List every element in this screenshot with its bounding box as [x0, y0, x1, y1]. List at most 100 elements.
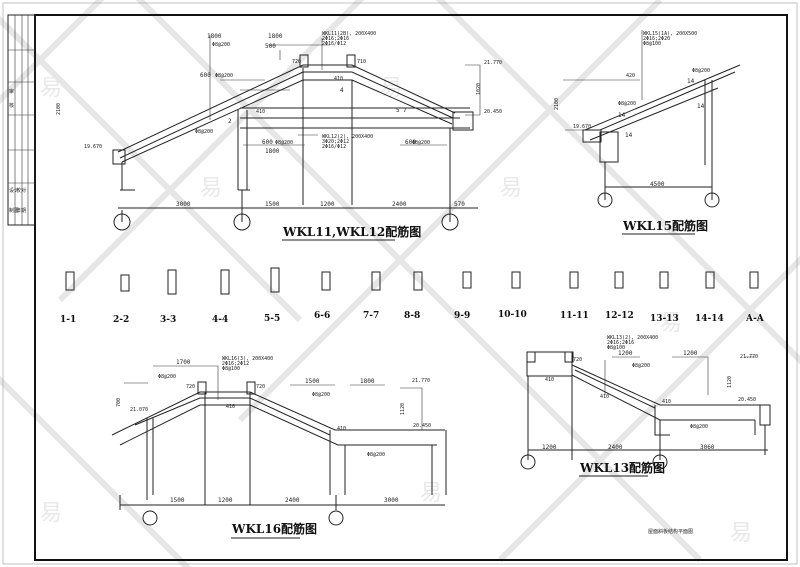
drawing-annotation: 2Φ16/Φ12 — [322, 144, 346, 150]
drawing-annotation: Φ8@200 — [158, 374, 176, 380]
section-label: 13-13 — [650, 314, 679, 324]
drawing-annotation: 600 — [405, 139, 416, 146]
wkl13-diagram: 1200 2400 3060 1200 1200 WKL13(2), 200X4… — [520, 335, 771, 477]
drawing-annotation: 600 — [200, 72, 211, 79]
drawing-annotation: 2Φ16;2Φ16 — [607, 340, 634, 346]
drawing-annotation: 420 — [626, 73, 635, 79]
drawing-annotation: 审 — [9, 88, 14, 95]
section-label: 14-14 — [695, 314, 724, 324]
wkl15-diagram: 4500 WKL15(1A), 200X500 2Φ16;2Φ20 Φ8@100… — [554, 30, 741, 235]
drawing-annotation: 易 — [660, 311, 682, 336]
section-label: 10-10 — [498, 310, 527, 320]
drawing-annotation: 21.770 — [740, 354, 758, 360]
drawing-annotation: 14 — [697, 103, 705, 110]
drawing-annotation: 2Φ16;2Φ12 — [222, 361, 249, 367]
drawing-annotation: 易 — [500, 176, 522, 201]
drawing-annotation: Φ8@200 — [618, 101, 636, 107]
drawing-annotation: Φ8@200 — [312, 392, 330, 398]
drawing-annotation: Φ8@200 — [690, 424, 708, 430]
section-details: 1-1 2-2 3-3 4-4 5-5 6-6 7-7 8-8 9-9 10-1… — [60, 267, 765, 325]
drawing-annotation: 7 — [403, 107, 407, 114]
drawing-annotation: 19.670 — [84, 144, 102, 150]
drawing-annotation: 2100 — [56, 103, 62, 115]
drawing-annotation: 720 — [256, 384, 265, 390]
drawing-annotation: 2100 — [554, 98, 560, 110]
drawing-annotation: 1800 — [207, 33, 222, 40]
section-label: 2-2 — [113, 315, 129, 325]
drawing-annotation: Φ8@100 — [222, 366, 240, 372]
drawing-annotation: Φ8@200 — [692, 68, 710, 74]
drawing-annotation: 21.070 — [130, 407, 148, 413]
drawing-annotation: 20.450 — [738, 397, 756, 403]
drawing-annotation: 14 — [618, 112, 626, 119]
axis-bubble — [441, 213, 459, 231]
section-label: 7-7 — [363, 311, 379, 321]
drawing-annotation: 易 — [730, 521, 752, 546]
drawing-annotation: 720 — [292, 59, 301, 65]
drawing-annotation: 1200 — [618, 350, 633, 357]
drawing-annotation: 2Φ16;2Φ16 — [322, 36, 349, 42]
section-label: 12-12 — [605, 311, 634, 321]
drawing-caption: 屋面斜板结构平面图 — [648, 528, 693, 535]
drawing-annotation: 易 — [40, 76, 62, 101]
drawing-annotation: Φ8@100 — [643, 41, 661, 47]
drawing-annotation: 易 — [420, 481, 442, 506]
drawing-annotation: 2Φ16/Φ12 — [322, 41, 346, 47]
axis-bubble — [520, 454, 536, 470]
drawing-annotation: 1500 — [170, 497, 185, 504]
drawing-annotation: 1800 — [268, 33, 283, 40]
drawing-annotation: 4500 — [650, 181, 665, 188]
drawing-annotation: Φ8@100 — [607, 345, 625, 351]
drawing-annotation: 1800 — [360, 378, 375, 385]
drawing-annotation: 设计 — [9, 187, 19, 194]
drawing-annotation: 3000 — [384, 497, 399, 504]
drawing-annotation: 2400 — [392, 201, 407, 208]
drawing-annotation: 410 — [334, 76, 343, 82]
drawing-annotation: 1500 — [305, 378, 320, 385]
drawing-annotation: 2 — [228, 118, 232, 125]
drawing-annotation: Φ8@200 — [195, 129, 213, 135]
drawing-annotation: 1200 — [542, 444, 557, 451]
wkl16-diagram: 1500 1200 2400 3000 1700 1500 1800 WKL16… — [111, 356, 447, 539]
drawing-annotation: 410 — [545, 377, 554, 383]
drawing-annotation: 1200 — [218, 497, 233, 504]
drawing-annotation: 20.450 — [413, 423, 431, 429]
title-block: 审 核 设计 校对 制图 日期 — [9, 88, 26, 214]
drawing-annotation: 日期 — [16, 208, 26, 214]
drawing-annotation: 410 — [256, 109, 265, 115]
drawing-annotation: 410 — [226, 404, 235, 410]
axis-bubble — [328, 510, 344, 526]
drawing-annotation: 410 — [600, 394, 609, 400]
drawing-annotation: Φ8@200 — [275, 140, 293, 146]
section-label: 8-8 — [404, 311, 420, 321]
axis-bubble — [113, 213, 131, 231]
drawing-annotation: WKL11(2B), 200X400 — [322, 31, 376, 37]
section-label: 4-4 — [212, 315, 228, 325]
drawing-annotation: Φ8@200 — [412, 140, 430, 146]
drawing-annotation: 制图 — [9, 207, 19, 214]
drawing-annotation: 1020 — [476, 83, 482, 95]
drawing-annotation: 4 — [340, 87, 344, 94]
drawing-annotation: 14 — [687, 78, 695, 85]
drawing-annotation: Φ8@200 — [215, 73, 233, 79]
drawing-annotation: 3000 — [176, 201, 191, 208]
drawing-annotation: 1800 — [265, 148, 280, 155]
drawing-annotation: 600 — [262, 139, 273, 146]
drawing-annotation: 410 — [662, 399, 671, 405]
drawing-annotation: 核 — [9, 102, 14, 109]
drawing-annotation: WKL12(2), 200X400 — [322, 134, 373, 140]
drawing-annotation: 1120 — [400, 403, 406, 415]
drawing-annotation: 14 — [625, 132, 633, 139]
drawing-annotation: 2Φ16;2Φ20 — [643, 36, 670, 42]
drawing-annotation: 720 — [573, 357, 582, 363]
drawing-annotation: 720 — [186, 384, 195, 390]
axis-bubble — [233, 213, 251, 231]
drawing-annotation: WKL13(2), 200X400 — [607, 335, 658, 341]
diagram-title: WKL11,WKL12配筋图 — [282, 224, 421, 239]
drawing-annotation: 410 — [337, 426, 346, 432]
drawing-annotation: 3Φ20;2Φ12 — [322, 139, 349, 145]
drawing-annotation: 2400 — [285, 497, 300, 504]
